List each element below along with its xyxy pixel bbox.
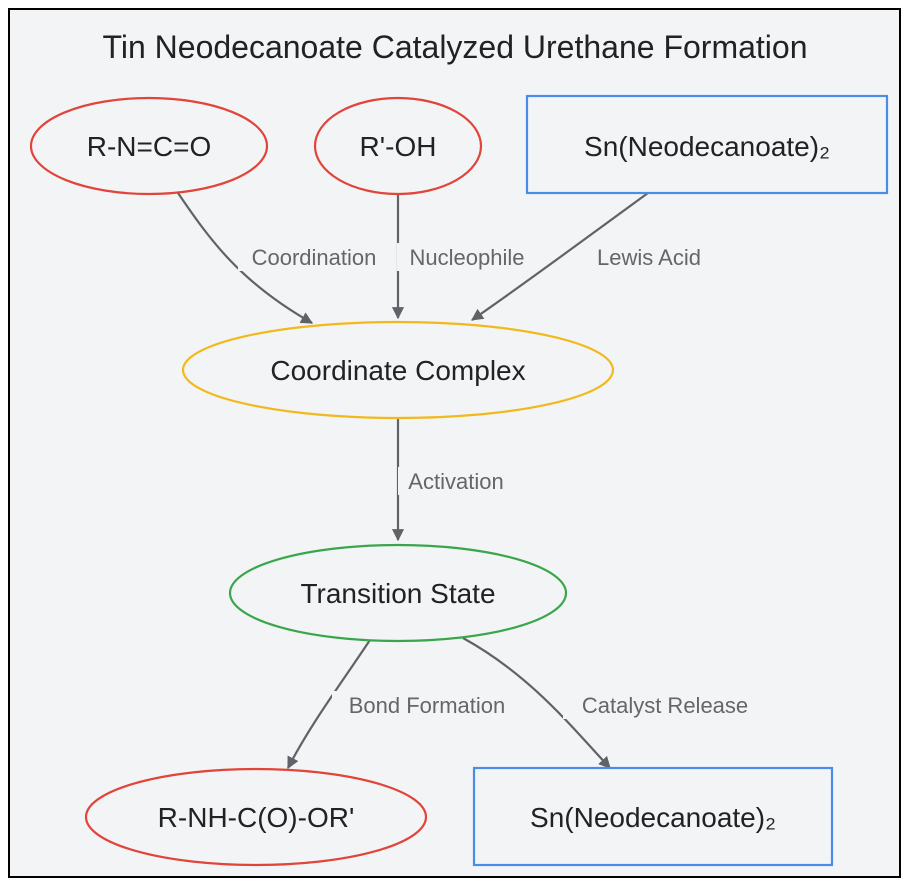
node-alcohol-label: R'-OH — [360, 131, 437, 162]
node-urethane-label: R-NH-C(O)-OR' — [158, 802, 355, 833]
node-coordinate-complex[interactable]: Coordinate Complex — [181, 320, 615, 420]
node-coordinate-complex-label: Coordinate Complex — [270, 355, 525, 386]
edge-label-catalyst-release: Catalyst Release — [582, 693, 748, 718]
node-transition-state[interactable]: Transition State — [228, 543, 568, 643]
node-catalyst-released-label: Sn(Neodecanoate)₂ — [530, 802, 776, 833]
node-catalyst-label: Sn(Neodecanoate)₂ — [584, 131, 830, 162]
node-transition-state-label: Transition State — [300, 578, 495, 609]
edge-catalyst-release — [462, 637, 611, 769]
node-alcohol[interactable]: R'-OH — [313, 96, 483, 196]
node-catalyst[interactable]: Sn(Neodecanoate)₂ — [525, 94, 889, 195]
node-urethane[interactable]: R-NH-C(O)-OR' — [84, 767, 428, 867]
edge-label-lewis-acid: Lewis Acid — [597, 245, 701, 270]
edge-label-activation: Activation — [408, 469, 503, 494]
node-isocyanate-label: R-N=C=O — [87, 131, 211, 162]
node-isocyanate[interactable]: R-N=C=O — [29, 96, 269, 196]
edge-bond-formation — [287, 639, 371, 770]
edge-label-coordination: Coordination — [252, 245, 377, 270]
diagram-title: Tin Neodecanoate Catalyzed Urethane Form… — [103, 29, 808, 65]
node-catalyst-released[interactable]: Sn(Neodecanoate)₂ — [472, 766, 834, 867]
edge-coordination — [177, 192, 314, 324]
edge-label-bond-formation: Bond Formation — [349, 693, 506, 718]
edge-label-nucleophile: Nucleophile — [410, 245, 525, 270]
edge-lewis-acid — [471, 192, 649, 321]
